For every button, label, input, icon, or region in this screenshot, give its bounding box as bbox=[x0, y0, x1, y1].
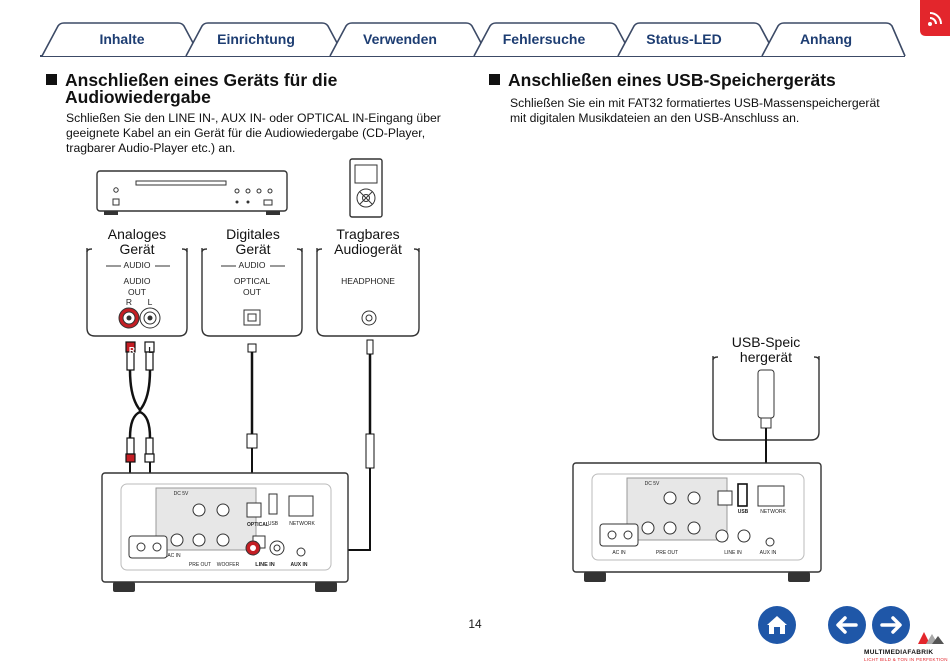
panel-section-label: AUDIO bbox=[238, 260, 266, 270]
next-page-button[interactable] bbox=[872, 606, 910, 644]
rear-panel-right: USB NETWORK AC IN PRE OUT LINE IN AUX IN… bbox=[572, 462, 822, 584]
tab-einrichtung[interactable]: Einrichtung bbox=[217, 31, 295, 47]
rear-label-network: NETWORK bbox=[289, 521, 315, 527]
brand-logo-icon bbox=[916, 628, 946, 646]
rear-label-pre-out: PRE OUT bbox=[188, 562, 212, 568]
port-label-optical: OPTICAL bbox=[233, 276, 271, 286]
section-heading-audio: Anschließen eines Geräts für die bbox=[46, 71, 337, 89]
port-label-audio: AUDIO bbox=[123, 276, 151, 286]
port-label-out: OUT bbox=[128, 287, 146, 297]
rear-label-usb: USB bbox=[737, 509, 749, 515]
rear-panel-left: AC IN PRE OUT WOOFER LINE IN AUX IN OPTI… bbox=[101, 472, 349, 594]
section-heading-usb: Anschließen eines USB-Speichergeräts bbox=[489, 71, 836, 89]
rear-label-line-in: LINE IN bbox=[255, 562, 275, 568]
rear-label-aux-in: AUX IN bbox=[290, 562, 308, 568]
home-button[interactable] bbox=[758, 606, 796, 644]
rear-label-dc: DC 5V bbox=[173, 491, 189, 497]
port-label-r: R bbox=[125, 297, 133, 307]
rear-label-ac-in: AC IN bbox=[167, 553, 181, 559]
digital-output-panel: AUDIO OPTICAL OUT bbox=[201, 248, 303, 338]
tab-fehlersuche[interactable]: Fehlersuche bbox=[502, 31, 586, 47]
tab-verwenden[interactable]: Verwenden bbox=[363, 31, 437, 47]
section-heading-audio-line2: Audiowiedergabe bbox=[65, 87, 211, 107]
cable-label-l: L bbox=[148, 345, 154, 355]
brand-tagline: LICHT BILD & TON IN PERFEKTION bbox=[864, 657, 948, 662]
rear-label-aux-in: AUX IN bbox=[759, 550, 777, 556]
tab-anhang[interactable]: Anhang bbox=[799, 31, 853, 47]
home-icon bbox=[767, 616, 787, 634]
port-label-headphone: HEADPHONE bbox=[341, 276, 395, 286]
rear-label-woofer: WOOFER bbox=[216, 562, 240, 568]
instruction-text-audio: Schließen Sie den LINE IN-, AUX IN- oder… bbox=[66, 111, 441, 155]
page-number: 14 bbox=[468, 617, 482, 631]
cd-player-illustration bbox=[96, 170, 288, 216]
rear-label-optical-in: OPTICAL bbox=[247, 522, 269, 528]
bullet-square-icon bbox=[46, 74, 57, 85]
panel-section-label: AUDIO bbox=[123, 260, 151, 270]
bullet-square-icon bbox=[489, 74, 500, 85]
tab-status-led[interactable]: Status-LED bbox=[646, 31, 722, 47]
port-label-l: L bbox=[147, 297, 153, 307]
analog-output-panel: AUDIO AUDIO OUT R L bbox=[86, 248, 188, 338]
previous-page-button[interactable] bbox=[828, 606, 866, 644]
rear-label-network: NETWORK bbox=[760, 509, 786, 515]
portable-player-illustration bbox=[349, 158, 383, 218]
arrow-right-icon bbox=[880, 616, 902, 634]
tab-inhalte[interactable]: Inhalte bbox=[99, 31, 145, 47]
arrow-left-icon bbox=[836, 616, 858, 634]
rear-label-dc: DC 5V bbox=[644, 481, 660, 487]
tab-bar: Inhalte Einrichtung Verwenden Fehlersuch… bbox=[0, 0, 950, 60]
rear-label-usb: USB bbox=[267, 521, 279, 527]
instruction-text-usb: Schließen Sie ein mit FAT32 formatiertes… bbox=[510, 96, 880, 125]
usb-device-panel bbox=[712, 356, 820, 442]
rear-label-line-in: LINE IN bbox=[724, 550, 742, 556]
rear-label-pre-out: PRE OUT bbox=[655, 550, 679, 556]
brand-wifi-icon[interactable] bbox=[920, 0, 950, 36]
headphone-output-panel: HEADPHONE bbox=[316, 248, 420, 338]
port-label-out: OUT bbox=[243, 287, 261, 297]
brand-name: MULTIMEDIAFABRIK bbox=[864, 649, 934, 656]
cable-label-r: R bbox=[128, 345, 136, 355]
rear-label-ac-in: AC IN bbox=[612, 550, 626, 556]
